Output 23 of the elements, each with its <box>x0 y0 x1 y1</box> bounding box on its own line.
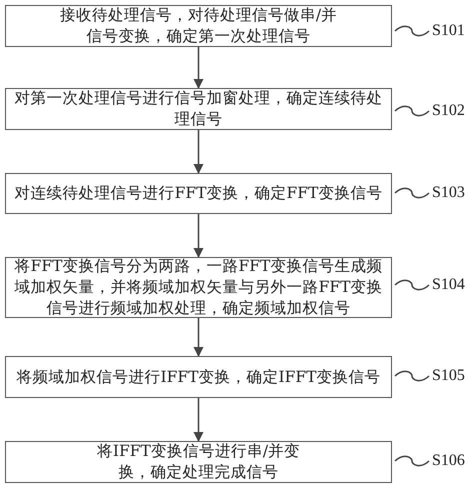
process-box: 对第一次处理信号进行信号加窗处理，确定连续待处理信号 <box>5 88 392 130</box>
step-label: S105 <box>432 367 465 385</box>
process-box: 将IFFT变换信号进行串/并变换，确定处理完成信号 <box>5 441 392 483</box>
step-label: S106 <box>432 452 465 470</box>
arrow <box>194 130 204 174</box>
leader-line <box>394 280 430 290</box>
step-label: S103 <box>432 184 465 202</box>
process-box: 将FFT变换信号分为两路，一路FFT变换信号生成频域加权矢量，并将频域加权矢量与另外一路FFT变换信号进行频域加权处理，确定频域加权信号 <box>5 257 392 318</box>
leader-line <box>394 106 430 116</box>
process-box: 对连续待处理信号进行FFT变换，确定FFT变换信号 <box>5 173 392 214</box>
step-label: S101 <box>432 22 465 40</box>
leader-line <box>394 26 430 36</box>
process-box: 接收待处理信号，对待处理信号做串/并信号变换，确定第一次处理信号 <box>5 5 392 47</box>
arrow <box>194 47 204 89</box>
arrow <box>194 318 204 357</box>
step-label: S102 <box>432 102 465 120</box>
leader-line <box>394 456 430 466</box>
step-label: S104 <box>432 276 465 294</box>
arrow <box>194 398 204 442</box>
process-box: 将频域加权信号进行IFFT变换，确定IFFT变换信号 <box>5 356 392 398</box>
leader-line <box>394 370 430 382</box>
leader-line <box>394 188 430 198</box>
arrow <box>194 214 204 258</box>
